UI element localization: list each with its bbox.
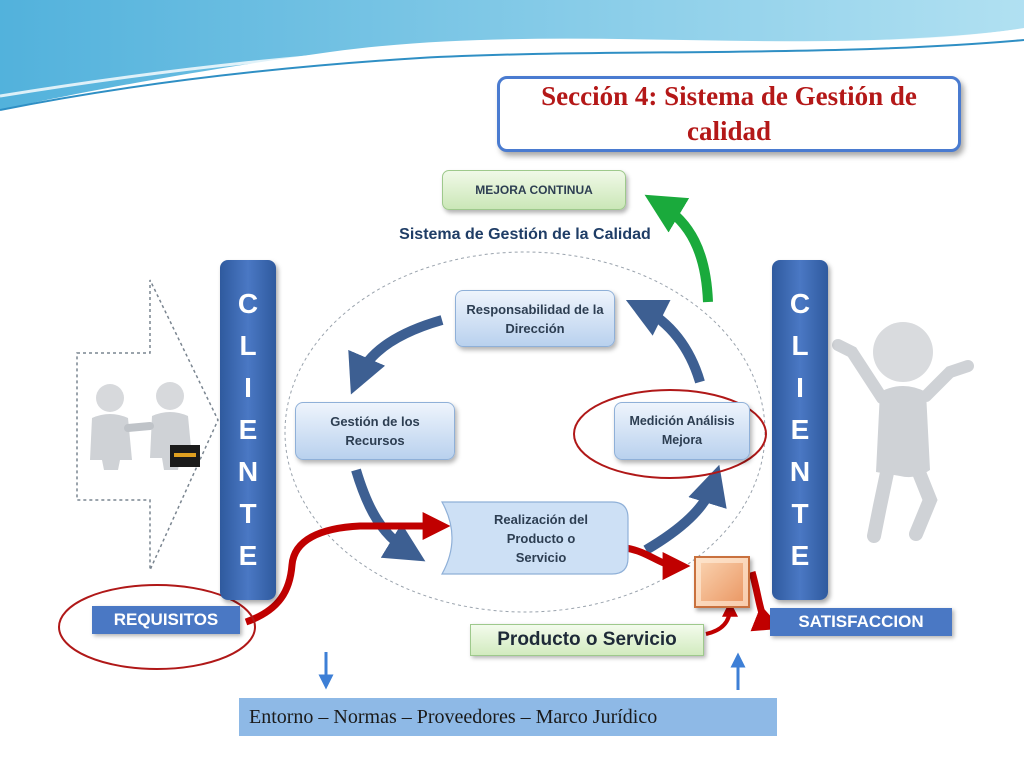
cliente-letter: L <box>791 330 809 361</box>
red-arrow-to-product <box>625 544 691 580</box>
happy-client-figure-icon <box>832 322 974 543</box>
cycle-arrow-gestion-to-realizacion <box>351 468 426 562</box>
box-realizacion-shape <box>440 501 629 575</box>
cliente-letter: I <box>796 372 804 403</box>
cliente-letter: L <box>239 330 257 361</box>
cycle-arrow-medicion-to-resp <box>625 299 705 384</box>
cycle-arrow-resp-to-gestion <box>348 315 444 395</box>
red-arrow-requisitos <box>244 512 451 626</box>
page-title: Sección 4: Sistema de Gestión de calidad <box>541 81 917 146</box>
cliente-letter: I <box>244 372 252 403</box>
box-medicion: Medición Análisis Mejora <box>614 402 750 460</box>
box-gestion-recursos: Gestión de los Recursos <box>295 402 455 460</box>
cliente-letter: E <box>238 414 258 445</box>
red-arrow-servicio <box>705 600 738 636</box>
box-responsabilidad: Responsabilidad de la Dirección <box>455 290 615 347</box>
cycle-arrows <box>348 299 727 562</box>
title-box: Sección 4: Sistema de Gestión de calidad <box>497 76 961 152</box>
cliente-letter: C <box>789 288 811 319</box>
cliente-letter: T <box>239 498 257 529</box>
cliente-letter: E <box>238 540 258 571</box>
cliente-letter: E <box>790 540 810 571</box>
product-box-icon <box>694 556 750 608</box>
box-realizacion: Realización del Producto o Servicio <box>494 511 588 565</box>
header-wave <box>0 0 1024 111</box>
handshake-figures-icon <box>90 382 200 470</box>
tag-requisitos: REQUISITOS <box>92 606 240 634</box>
cliente-letter: N <box>789 456 811 487</box>
red-arrow-to-satisfaccion <box>748 571 782 632</box>
cliente-letter: T <box>791 498 809 529</box>
box-mejora-continua: MEJORA CONTINUA <box>442 170 626 210</box>
cliente-letter: E <box>790 414 810 445</box>
cliente-letter: C <box>237 288 259 319</box>
red-arrows <box>244 512 782 636</box>
cycle-arrow-realizacion-to-medicion <box>643 464 727 555</box>
tag-satisfaccion: SATISFACCION <box>770 608 952 636</box>
cliente-letter: N <box>237 456 259 487</box>
highlight-ellipse-requisitos <box>58 584 256 670</box>
box-entorno: Entorno – Normas – Proveedores – Marco J… <box>239 698 777 736</box>
green-arrow-mejora <box>644 194 713 303</box>
highlight-ellipse-medicion <box>573 389 767 479</box>
system-label: Sistema de Gestión de la Calidad <box>399 226 651 243</box>
box-producto-servicio: Producto o Servicio <box>470 624 704 656</box>
